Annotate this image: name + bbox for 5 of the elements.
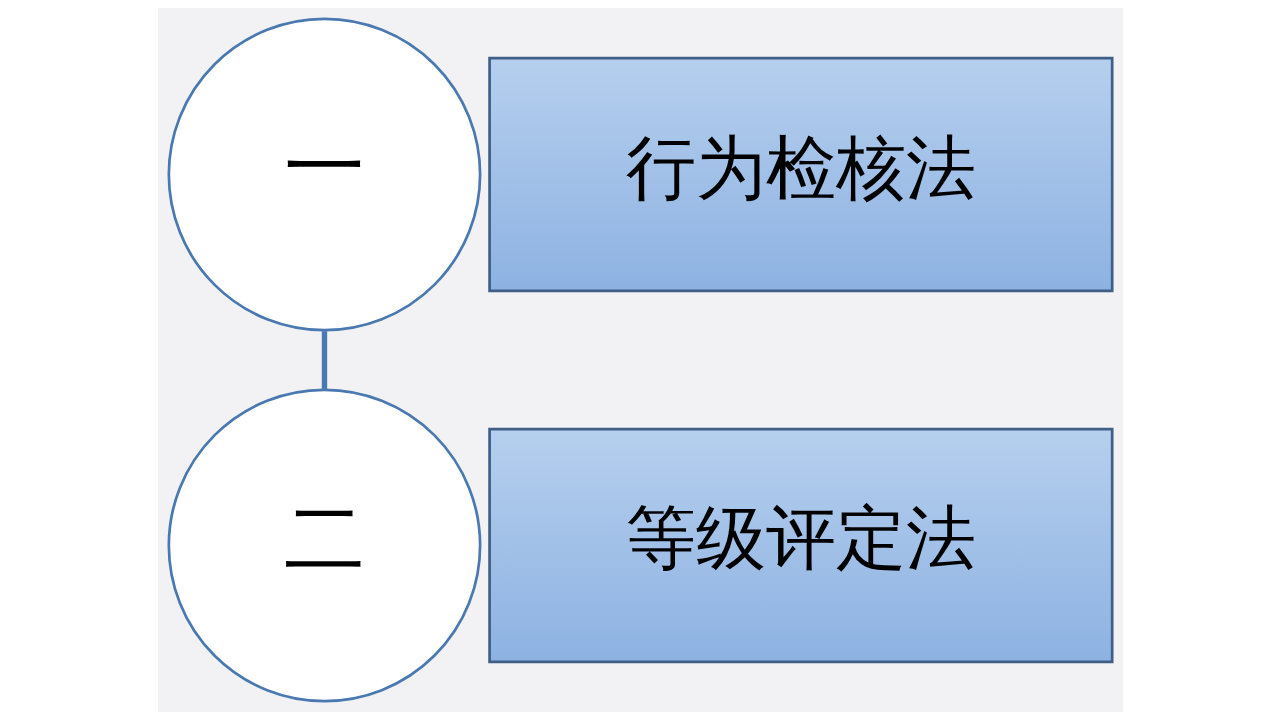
node-circle: 二 (166, 388, 481, 703)
node-box: 等级评定法 (487, 427, 1114, 664)
connector (321, 331, 327, 389)
node-box: 行为检核法 (487, 56, 1114, 293)
node-circle: 一 (166, 17, 481, 332)
